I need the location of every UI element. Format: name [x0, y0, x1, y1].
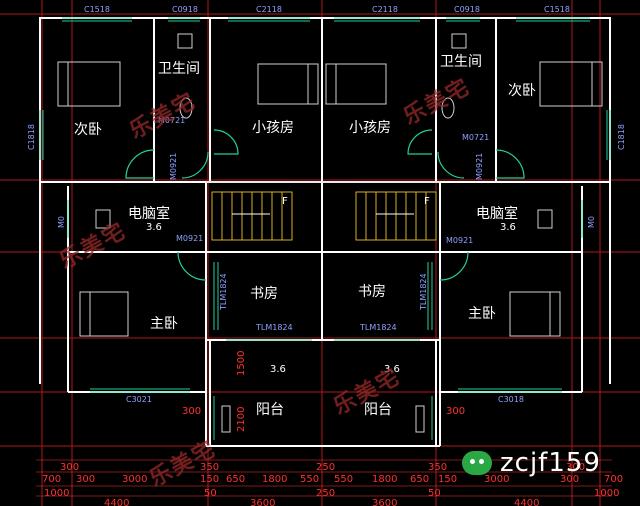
window-tag: C3021 — [126, 395, 152, 404]
window-tag: C2118 — [256, 5, 282, 14]
window-tag: C1518 — [544, 5, 570, 14]
level-mark: 3.6 — [384, 364, 400, 375]
dimension: 300 — [560, 474, 579, 485]
window-tag: C0918 — [454, 5, 480, 14]
wechat-icon — [462, 451, 492, 475]
dimension: 1800 — [262, 474, 287, 485]
dimension: 1800 — [372, 474, 397, 485]
door-tag: M0921 — [475, 153, 484, 180]
dimension: 4400 — [514, 498, 539, 506]
dimension: 3600 — [372, 498, 397, 506]
level-mark: 3.6 — [146, 222, 162, 233]
dimension: 650 — [226, 474, 245, 485]
room-label: 次卧 — [74, 122, 102, 138]
door-tag: M0 — [587, 216, 596, 228]
door-tag: M0 — [57, 216, 66, 228]
window-tag: C1518 — [84, 5, 110, 14]
room-label: 阳台 — [364, 402, 392, 418]
dimension: 300 — [76, 474, 95, 485]
room-label: 卫生间 — [158, 61, 200, 77]
dimension: 3000 — [122, 474, 147, 485]
door-tag: TLM1824 — [419, 273, 428, 311]
stair-mark: F — [282, 196, 288, 207]
door-tag: M0721 — [158, 116, 185, 125]
dimension: 2100 — [236, 407, 247, 432]
door-tag: M0921 — [176, 234, 203, 243]
dimension: 300 — [182, 406, 201, 417]
door-tag: M0921 — [446, 236, 473, 245]
dimension: 1000 — [594, 488, 619, 499]
room-label: 电脑室 — [476, 205, 518, 222]
window-tag: C1818 — [27, 124, 36, 150]
room-label: 书房 — [250, 286, 278, 302]
dimension: 550 — [334, 474, 353, 485]
door-tag: TLM1824 — [359, 323, 397, 332]
wechat-badge: zcjf159 — [462, 446, 632, 480]
door-tag: TLM1824 — [219, 273, 228, 311]
window-tag: C0918 — [172, 5, 198, 14]
room-label: 阳台 — [256, 402, 284, 418]
dimension: 550 — [300, 474, 319, 485]
door-tag: TLM1824 — [255, 323, 293, 332]
doors — [125, 129, 525, 281]
room-label: 小孩房 — [252, 120, 294, 136]
window-tag: C2118 — [372, 5, 398, 14]
dimension: 250 — [316, 488, 335, 499]
dimension: 650 — [410, 474, 429, 485]
stair-mark: F — [424, 196, 430, 207]
level-mark: 3.6 — [500, 222, 516, 233]
dimension: 1500 — [236, 351, 247, 376]
door-tag: M0921 — [169, 153, 178, 180]
dimension: 250 — [316, 462, 335, 473]
dimension: 150 — [438, 474, 457, 485]
level-mark: 3.6 — [270, 364, 286, 375]
room-label: 卫生间 — [440, 54, 482, 70]
furniture — [57, 33, 603, 433]
window-tag: C3018 — [498, 395, 524, 404]
dimension: 700 — [42, 474, 61, 485]
dimension: 50 — [204, 488, 217, 499]
room-label: 主卧 — [150, 316, 178, 332]
room-label: 电脑室 — [128, 205, 170, 222]
dimension: 300 — [446, 406, 465, 417]
dimension: 350 — [200, 462, 219, 473]
dimension: 700 — [604, 474, 623, 485]
dimension: 4400 — [104, 498, 129, 506]
dimension: 50 — [428, 488, 441, 499]
room-label: 次卧 — [508, 83, 536, 99]
dimension: 3000 — [484, 474, 509, 485]
windows — [39, 17, 611, 440]
door-tag: M0721 — [462, 133, 489, 142]
room-label: 小孩房 — [349, 120, 391, 136]
window-tag: C1818 — [617, 124, 626, 150]
dimension: 150 — [200, 474, 219, 485]
staircases — [211, 191, 437, 241]
dimension: 300 — [566, 462, 585, 473]
dimension: 3600 — [250, 498, 275, 506]
dimension: 350 — [428, 462, 447, 473]
room-label: 书房 — [358, 284, 386, 300]
room-label: 主卧 — [468, 306, 496, 322]
badge-text: zcjf159 — [500, 448, 601, 478]
dimension: 1000 — [44, 488, 69, 499]
dimension: 300 — [60, 462, 79, 473]
